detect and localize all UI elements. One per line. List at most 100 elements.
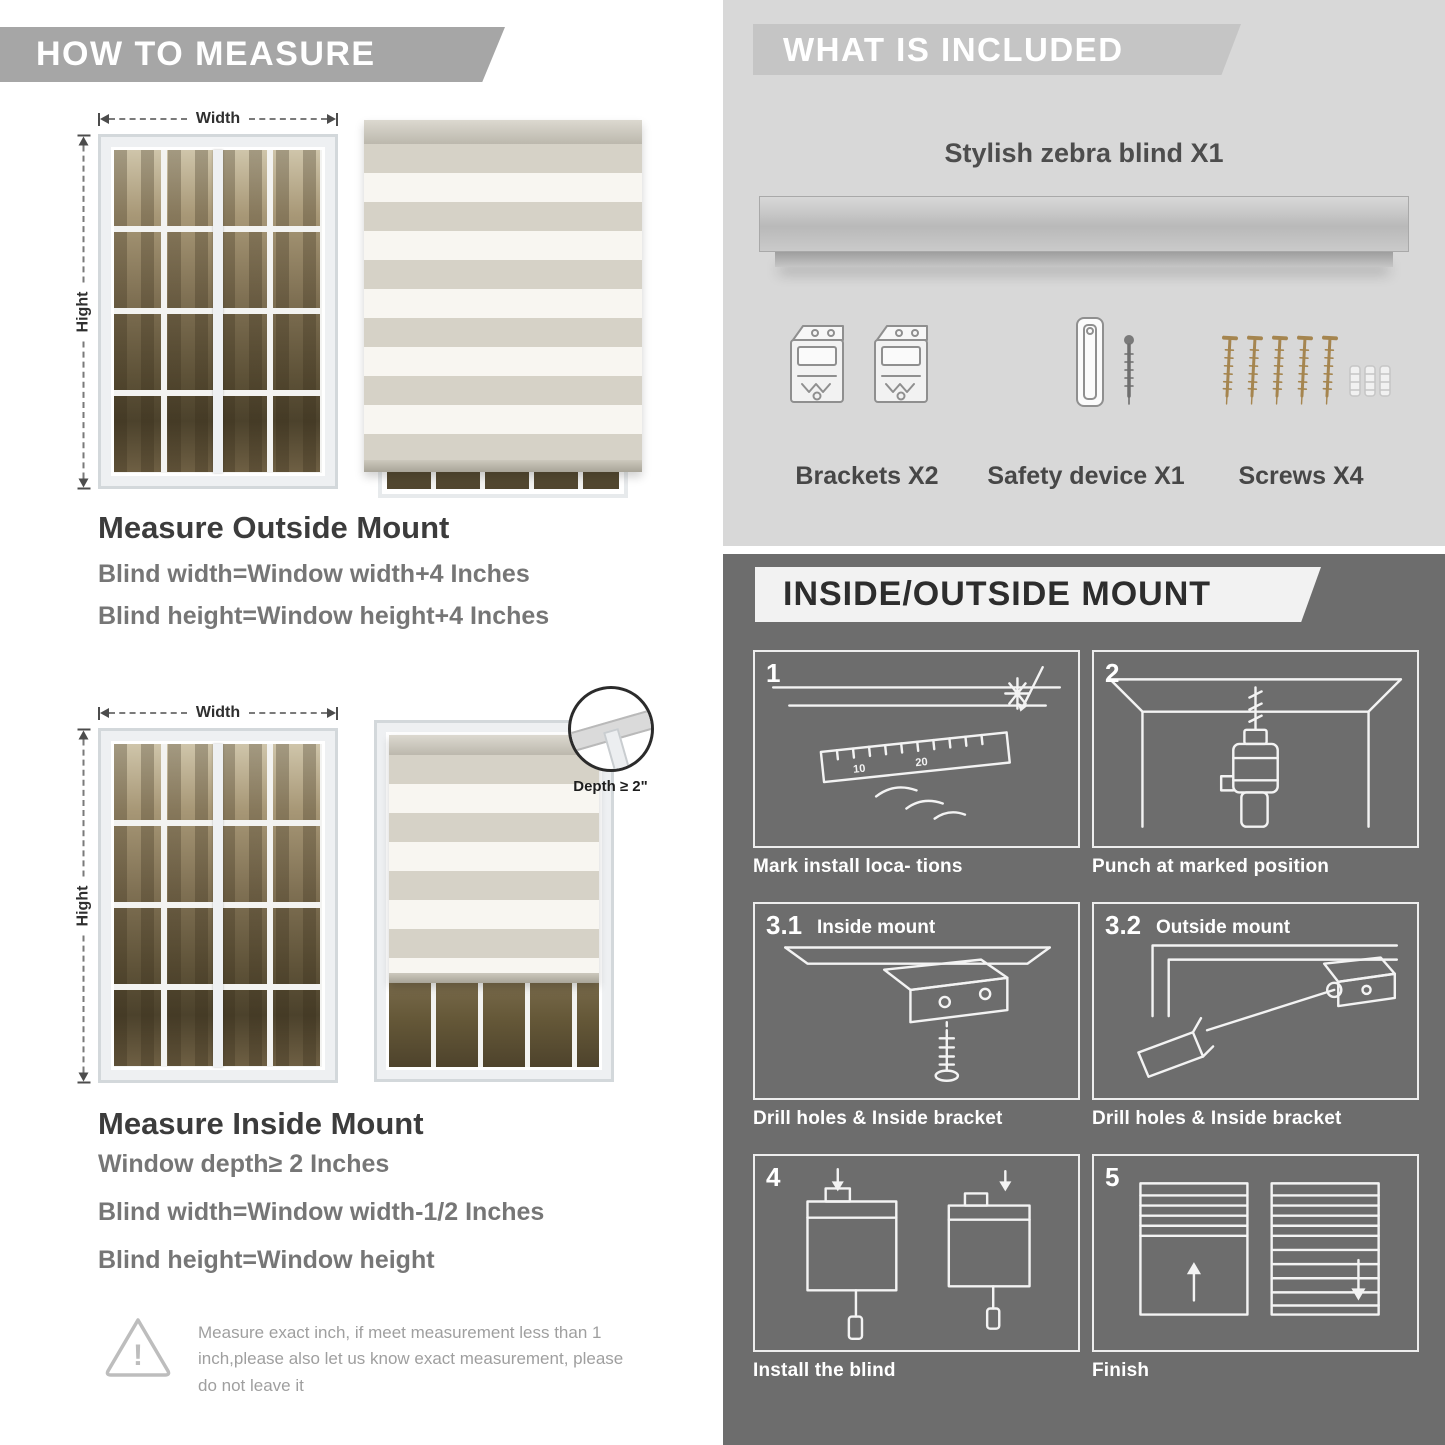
mount-step-1: 1 — [753, 650, 1080, 878]
step-number: 4 — [766, 1162, 781, 1192]
product-label: Stylish zebra blind X1 — [944, 138, 1224, 168]
step-box: 4 — [753, 1154, 1080, 1352]
height-arrow: Hight — [73, 134, 95, 490]
anchor-icons — [1349, 365, 1391, 397]
step-box: 1 — [753, 650, 1080, 848]
blind-bottomrail — [389, 973, 599, 983]
step-number: 5 — [1105, 1162, 1120, 1192]
arrow-head-right-icon — [327, 114, 336, 124]
bracket-icon — [790, 325, 844, 403]
step-number: 2 — [1105, 658, 1120, 688]
arrow-dash — [82, 145, 85, 283]
step-caption: Drill holes & Inside bracket — [753, 1108, 1003, 1129]
arrow-dash — [249, 712, 327, 714]
step-caption: Finish — [1092, 1360, 1150, 1381]
inside-mount-line: Blind width=Window width-1/2 Inches — [98, 1198, 545, 1226]
window-graphic — [98, 728, 338, 1083]
arrow-dash — [82, 935, 85, 1073]
zebra-blind-graphic-inside — [374, 720, 614, 1082]
zebra-blind-graphic-outside — [364, 120, 642, 498]
width-arrow-label: Width — [195, 704, 241, 721]
zebra-shade — [389, 735, 599, 983]
zebra-stripes — [364, 144, 642, 460]
width-arrow-label: Width — [195, 110, 241, 127]
mount-step-4: 4 — [753, 1154, 1080, 1382]
arrow-end-tick — [77, 728, 90, 731]
how-to-measure-section: HOW TO MEASURE Width Hight — [0, 0, 722, 1445]
measurement-warning: ! Measure exact inch, if meet measuremen… — [100, 1312, 680, 1399]
arrow-end-tick — [77, 487, 90, 490]
step-number: 3.1 — [766, 910, 803, 940]
zebra-stripes — [389, 755, 599, 973]
mount-step-3-1: 3.1 Inside mount — [753, 902, 1080, 1130]
step-box: 3.1 Inside mount — [753, 902, 1080, 1100]
ruler-mark: 10 — [853, 763, 867, 776]
arrow-dash — [249, 118, 327, 120]
how-to-measure-title: HOW TO MEASURE — [36, 35, 376, 73]
outside-mount-illustration: Width Hight — [72, 98, 717, 510]
install-blind-art — [806, 1168, 1031, 1341]
blind-bottomrail — [364, 460, 642, 472]
mount-title: INSIDE/OUTSIDE MOUNT — [783, 575, 1212, 613]
mount-step-5: 5 — [1092, 1154, 1419, 1382]
mount-step-2: 2 — [1092, 650, 1419, 878]
depth-label: Depth ≥ 2" — [573, 778, 648, 795]
arrow-end-tick — [77, 1081, 90, 1084]
warning-exclamation: ! — [133, 1339, 143, 1372]
mount-banner: INSIDE/OUTSIDE MOUNT — [755, 567, 1321, 622]
outside-bracket-art — [1137, 944, 1399, 1078]
outside-mount-line: Blind width=Window width+4 Inches — [98, 560, 530, 588]
step-box: 2 — [1092, 650, 1419, 848]
headrail-bar — [759, 196, 1409, 252]
arrow-head-right-icon — [78, 730, 89, 740]
included-item-label: Screws X4 — [1238, 462, 1364, 490]
zebra-shade — [364, 120, 642, 472]
window-graphic — [98, 134, 338, 489]
ruler-mark: 20 — [915, 756, 929, 769]
depth-callout — [568, 686, 654, 772]
arrow-head-right-icon — [78, 136, 89, 146]
what-is-included-banner: WHAT IS INCLUDED — [753, 24, 1241, 75]
bracket-icon — [874, 325, 928, 403]
arrow-end-tick — [98, 706, 100, 720]
arrow-dash — [82, 341, 85, 479]
brackets-icon — [783, 318, 935, 414]
headrail-lip — [775, 252, 1393, 267]
safety-device-icon — [1041, 312, 1157, 437]
drill-art — [1108, 678, 1403, 828]
warning-icon: ! — [105, 1318, 171, 1377]
arrow-end-tick — [98, 112, 100, 126]
arrow-dash — [82, 739, 85, 877]
outside-mount-line: Blind height=Window height+4 Inches — [98, 602, 550, 630]
inside-mount-line: Blind height=Window height — [98, 1246, 435, 1274]
arrow-dash — [109, 712, 187, 714]
step-title: Outside mount — [1156, 917, 1291, 938]
arrow-dash — [109, 118, 187, 120]
what-is-included-title: WHAT IS INCLUDED — [783, 30, 1124, 68]
zebra-blind-headrail-graphic — [759, 196, 1409, 267]
inside-bracket-art — [784, 946, 1051, 1082]
arrow-end-tick — [336, 112, 338, 126]
mount-step-3-2: 3.2 Outside mount — [1092, 902, 1419, 1130]
step-caption: Install the blind — [753, 1360, 896, 1381]
height-arrow: Hight — [73, 728, 95, 1084]
step-caption: Mark install loca- tions — [753, 856, 963, 877]
what-is-included-section: WHAT IS INCLUDED Stylish zebra blind X1 — [723, 0, 1445, 546]
mount-steps-grid: 1 — [753, 650, 1419, 1382]
included-item-label: Safety device X1 — [987, 462, 1185, 490]
mark-locations-art: 10 20 — [771, 666, 1062, 820]
how-to-measure-banner: HOW TO MEASURE — [0, 27, 505, 82]
step-number: 3.2 — [1105, 910, 1142, 940]
arrow-head-left-icon — [100, 114, 109, 124]
width-arrow: Width — [98, 108, 338, 130]
blind-headrail — [389, 735, 599, 755]
finish-art — [1139, 1182, 1380, 1316]
window-mullion — [213, 150, 223, 473]
inside-mount-illustration: Width Hight — [72, 686, 717, 1104]
width-arrow: Width — [98, 702, 338, 724]
step-number: 1 — [766, 658, 781, 688]
arrow-end-tick — [336, 706, 338, 720]
arrow-head-left-icon — [78, 1072, 89, 1082]
arrow-head-right-icon — [327, 708, 336, 718]
